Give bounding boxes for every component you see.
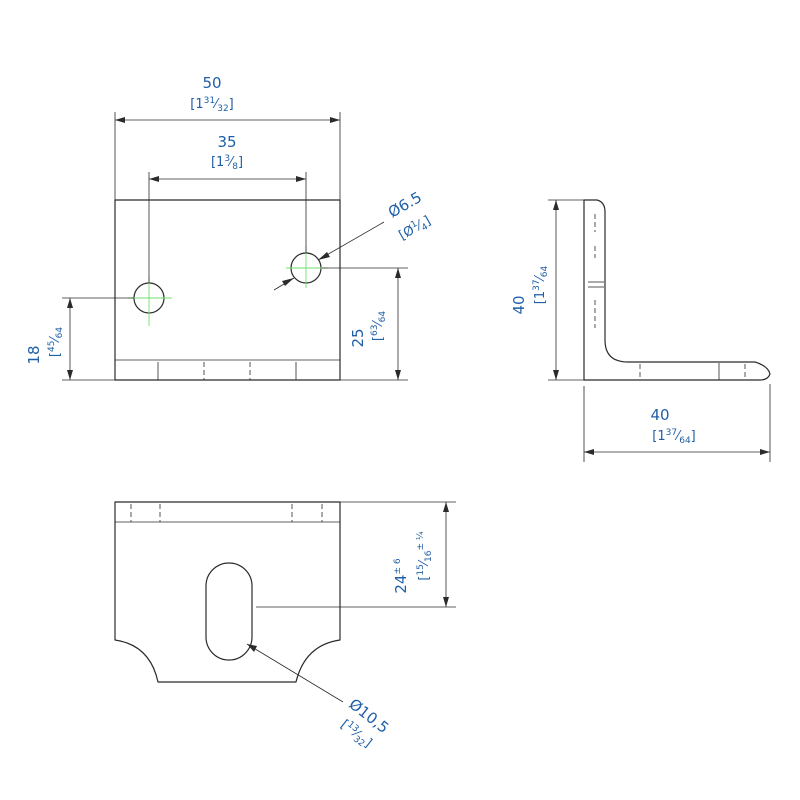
left-hole-centerline <box>128 277 172 326</box>
side-height-inch-dimension: [137⁄64 <box>532 266 550 305</box>
front-view: 50 [131⁄32] 35 [13⁄8] Ø6.5 [Ø1⁄4] 18 [45… <box>25 74 434 381</box>
right-hole-height-dimension: 25 <box>349 328 367 347</box>
left-hole-height-inch-dimension: [45⁄64 <box>47 327 65 357</box>
side-length-dimension: 40 <box>650 406 669 424</box>
arrowhead <box>553 370 559 380</box>
arrowhead <box>67 370 73 380</box>
arrowhead <box>553 200 559 210</box>
top-view: 24± 6 [15⁄16± ¼ Ø10,5 [13⁄32] <box>114 501 456 752</box>
arrowhead <box>115 117 125 123</box>
arrowhead <box>296 176 306 182</box>
side-height-dimension: 40 <box>510 295 528 314</box>
top-plate-outline <box>114 501 341 683</box>
slot <box>205 562 253 661</box>
hole-spacing-inch-dimension: [13⁄8] <box>211 154 243 172</box>
width-dimension: 50 <box>202 74 221 92</box>
slot-position-inch-dimension: [15⁄16± ¼ <box>416 531 434 581</box>
arrowhead <box>149 176 159 182</box>
slot-width-leader <box>246 643 344 703</box>
side-angle-profile <box>583 199 771 381</box>
hole-diameter-dimension: Ø6.5 <box>385 188 425 221</box>
arrowhead <box>443 597 449 607</box>
slot-position-dimension: 24± 6 <box>392 558 410 593</box>
side-view: 40 [137⁄64 40 [137⁄64] <box>510 199 771 462</box>
arrowhead <box>282 278 294 286</box>
side-length-inch-dimension: [137⁄64] <box>652 428 696 446</box>
arrowhead <box>443 502 449 512</box>
arrowhead <box>584 449 594 455</box>
arrowhead <box>760 449 770 455</box>
arrowhead <box>395 268 401 278</box>
hole-diameter-inch-dimension: [Ø1⁄4] <box>396 213 434 246</box>
arrowhead <box>395 370 401 380</box>
hole-diameter-leader <box>317 221 385 261</box>
width-inch-dimension: [131⁄32] <box>190 96 234 114</box>
right-hole-height-inch-dimension: [63⁄64 <box>370 311 388 341</box>
arrowhead <box>318 252 330 260</box>
hole-spacing-dimension: 35 <box>217 133 236 151</box>
left-hole-height-dimension: 18 <box>25 345 43 364</box>
arrowhead <box>330 117 340 123</box>
arrowhead <box>67 298 73 308</box>
right-hole-centerline <box>286 246 328 288</box>
arrowhead <box>247 644 257 652</box>
